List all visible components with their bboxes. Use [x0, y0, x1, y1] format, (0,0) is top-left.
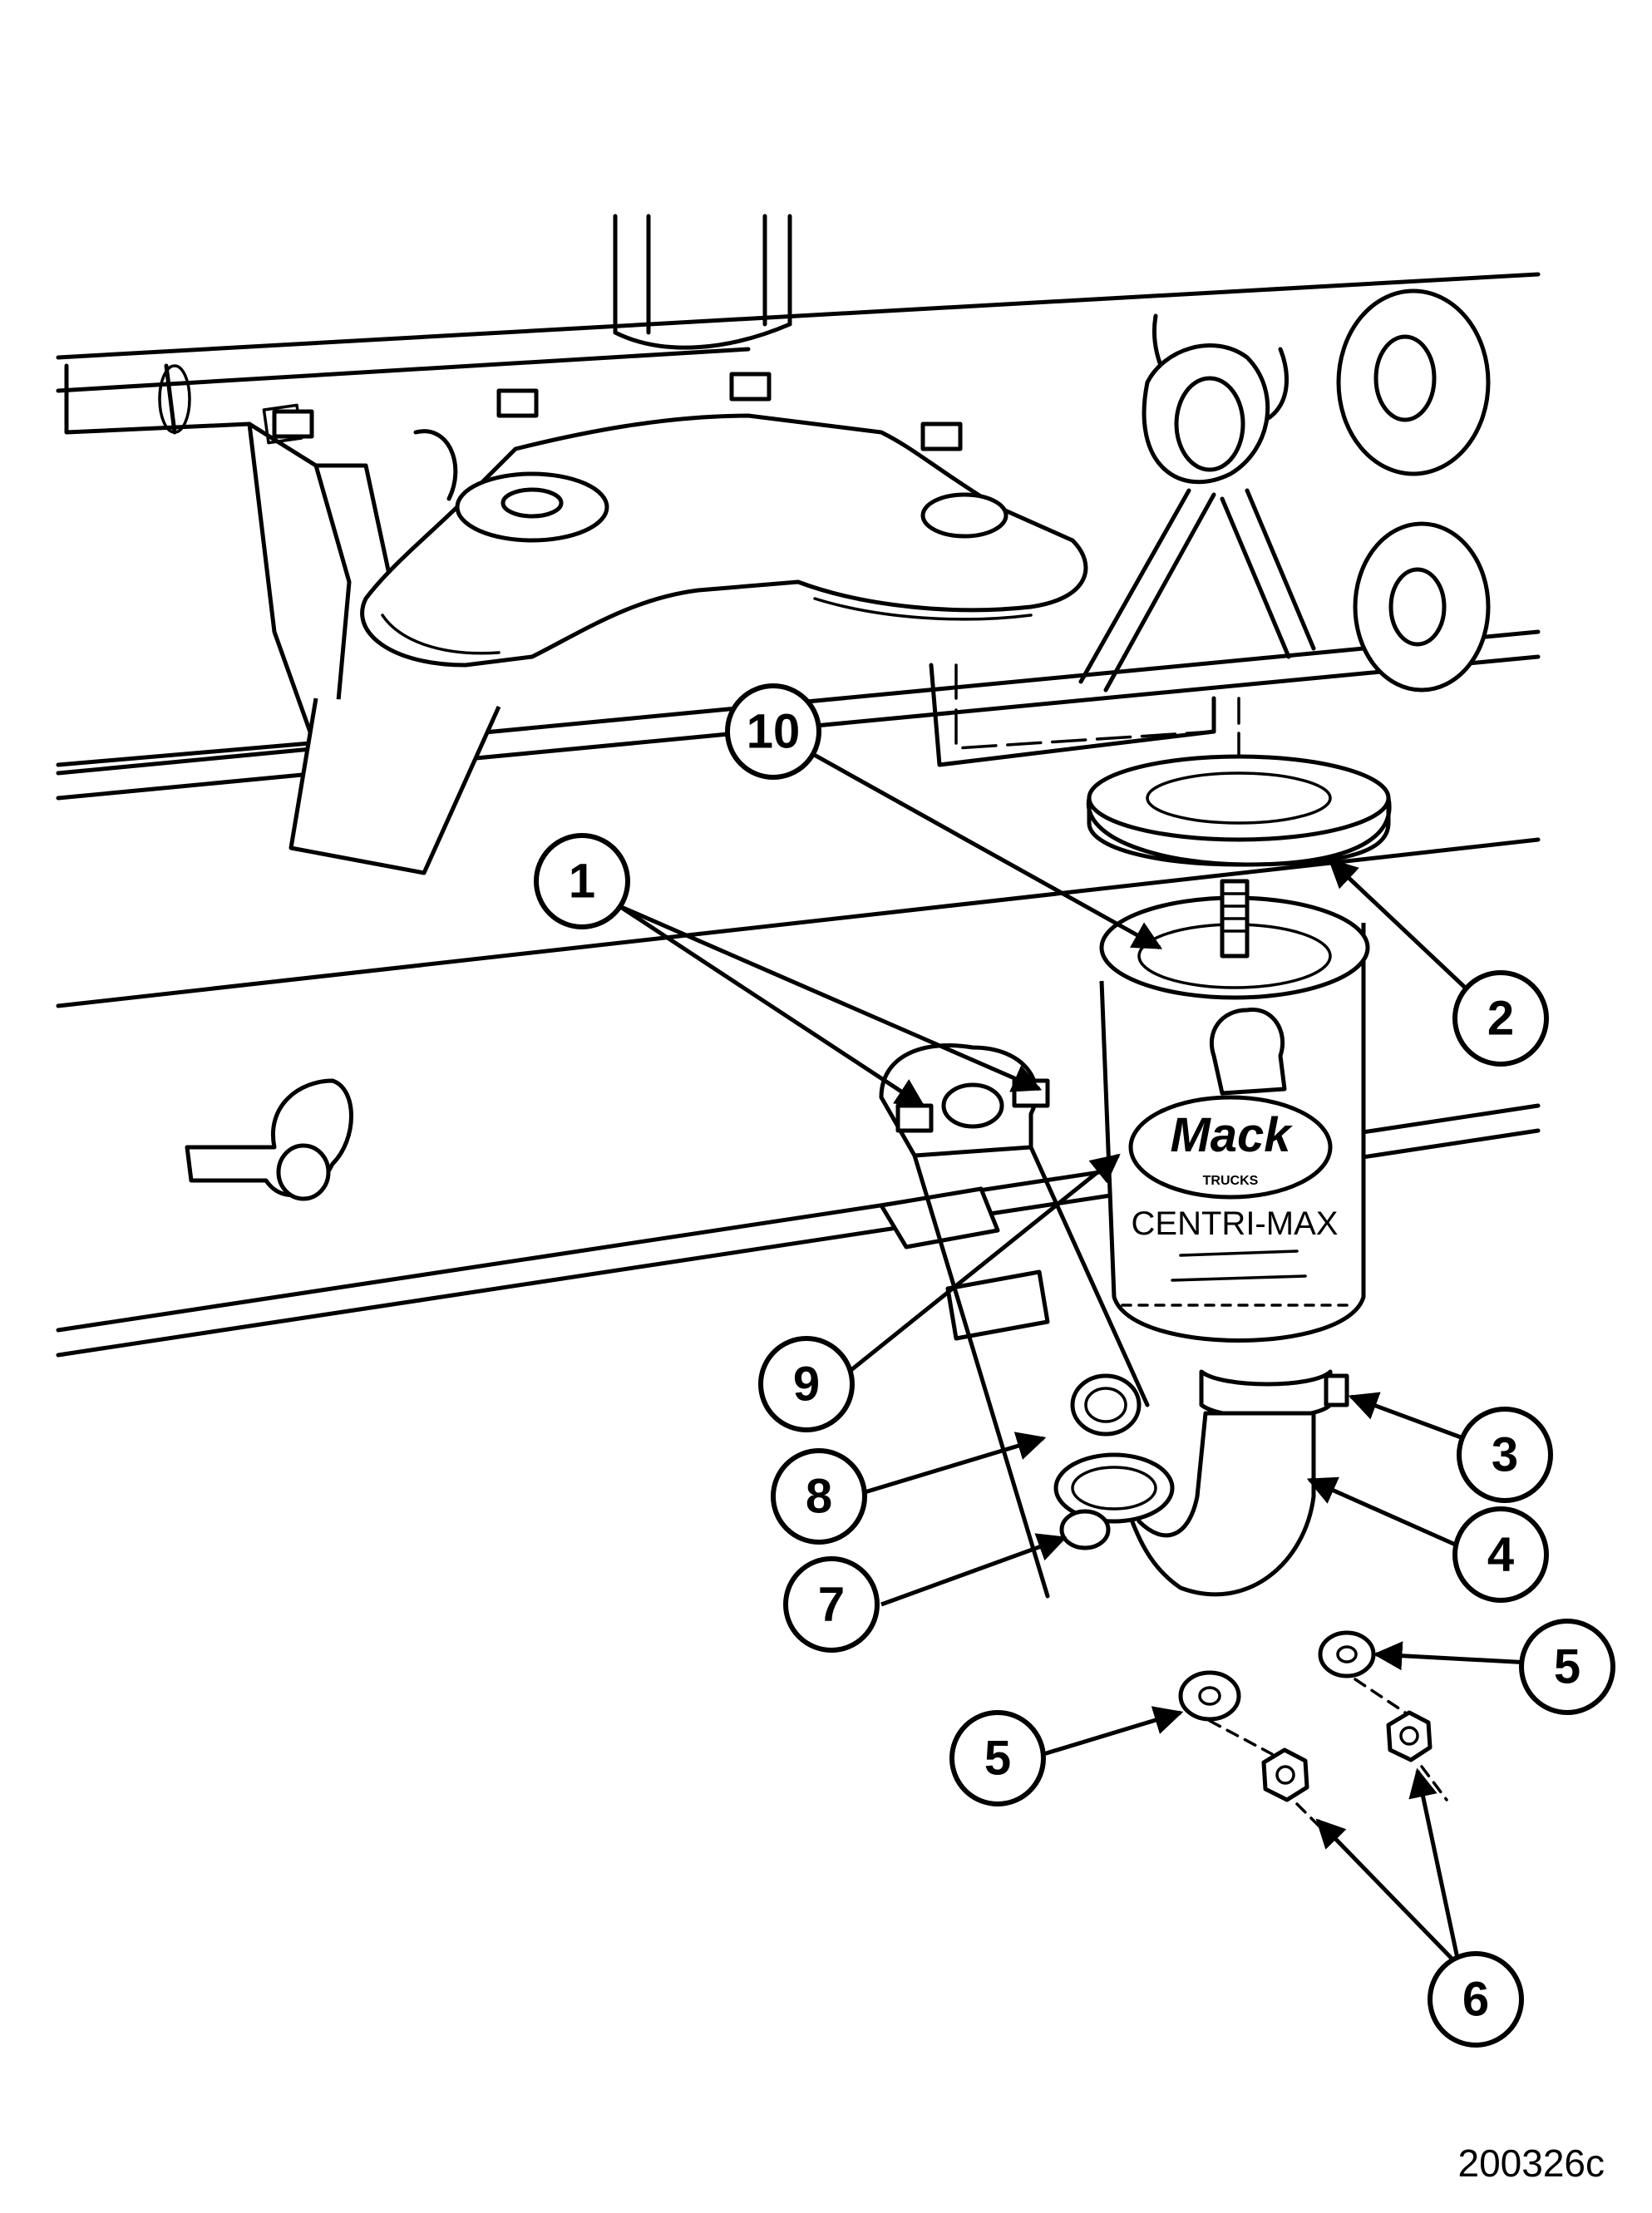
svg-text:5: 5 [1554, 1640, 1580, 1694]
callout-3: 3 [1457, 1407, 1553, 1503]
logo-subtext: TRUCKS [1203, 1174, 1259, 1188]
figure-id: 200326c [1458, 2142, 1605, 2185]
leader-lines [618, 746, 1531, 1968]
gasket-ring [1086, 754, 1392, 867]
svg-text:9: 9 [793, 1358, 820, 1412]
callout-1: 1 [534, 833, 630, 929]
engine-block-drawing [56, 214, 1541, 1358]
callout-10: 10 [725, 683, 821, 780]
callout-5-left: 5 [949, 1710, 1046, 1806]
svg-text:4: 4 [1487, 1528, 1514, 1582]
svg-text:6: 6 [1462, 1973, 1489, 2027]
svg-text:8: 8 [806, 1470, 832, 1524]
elbow-hose [1053, 1411, 1316, 1597]
svg-text:2: 2 [1487, 992, 1514, 1046]
callout-7: 7 [783, 1556, 880, 1653]
callout-8: 8 [771, 1448, 867, 1545]
hose-clamp [1199, 1369, 1349, 1420]
svg-text:10: 10 [747, 705, 801, 759]
washers-and-nuts [1178, 1630, 1448, 1831]
callout-5-right: 5 [1519, 1619, 1615, 1715]
canister-label-text: CENTRI-MAX [1132, 1205, 1339, 1242]
callout-9: 9 [758, 1336, 855, 1432]
callout-6: 6 [1428, 1951, 1524, 2048]
callout-4: 4 [1452, 1506, 1549, 1603]
svg-text:7: 7 [818, 1578, 845, 1632]
callout-2: 2 [1452, 970, 1549, 1067]
oil-filter-canister: Mack TRUCKS CENTRI-MAX [1099, 879, 1370, 1343]
bulldog-emblem-icon [1209, 1008, 1287, 1096]
logo-wordmark: Mack [1170, 1108, 1293, 1162]
svg-text:3: 3 [1492, 1428, 1518, 1482]
svg-text:1: 1 [569, 855, 595, 909]
svg-text:5: 5 [984, 1732, 1011, 1786]
